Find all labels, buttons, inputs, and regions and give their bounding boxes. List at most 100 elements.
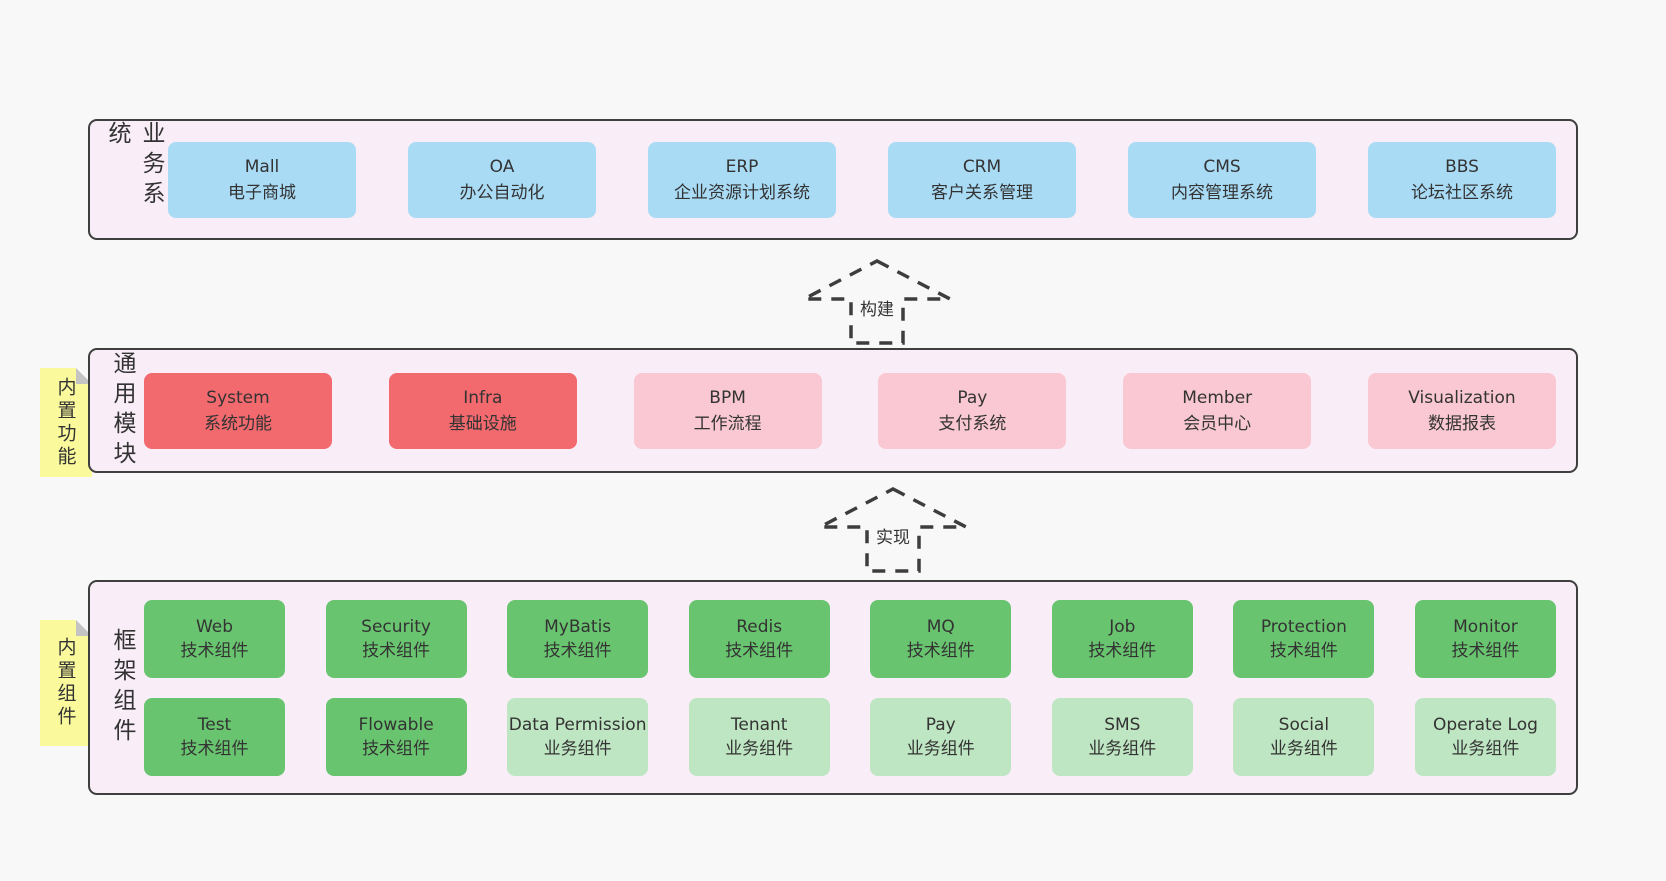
up-arrow-implement: 实现 <box>818 487 968 573</box>
box-subtitle: 技术组件 <box>906 640 975 661</box>
module-box-member: Member 会员中心 <box>1123 372 1312 449</box>
component-box-web: Web 技术组件 <box>144 599 285 678</box>
box-row: System 系统功能 Infra 基础设施 BPM 工作流程 Pay 支付系统… <box>144 350 1576 471</box>
box-subtitle: 业务组件 <box>725 738 794 759</box>
box-title: BBS <box>1445 156 1479 177</box>
box-subtitle: 客户关系管理 <box>931 182 1033 203</box>
component-box-mq: MQ 技术组件 <box>870 599 1012 678</box>
component-box-job: Job 技术组件 <box>1051 599 1193 678</box>
component-box-sms: SMS 业务组件 <box>1051 697 1193 776</box>
box-title: CMS <box>1203 156 1241 177</box>
box-subtitle: 技术组件 <box>362 640 431 661</box>
box-title: BPM <box>709 387 746 408</box>
component-box-data-permission: Data Permission 业务组件 <box>507 697 649 776</box>
box-subtitle: 基础设施 <box>448 413 517 434</box>
box-subtitle: 业务组件 <box>1088 738 1157 759</box>
box-subtitle: 技术组件 <box>1088 640 1157 661</box>
box-subtitle: 支付系统 <box>938 413 1007 434</box>
box-subtitle: 业务组件 <box>906 738 975 759</box>
box-title: Web <box>195 616 234 637</box>
module-box-bbs: BBS 论坛社区系统 <box>1368 141 1556 218</box>
box-subtitle: 工作流程 <box>693 413 762 434</box>
box-subtitle: 技术组件 <box>725 640 794 661</box>
arrow-label: 实现 <box>873 523 913 548</box>
box-title: Monitor <box>1453 616 1518 637</box>
box-title: Pay <box>957 387 988 408</box>
module-box-infra: Infra 基础设施 <box>388 372 577 449</box>
band-business-systems: 业务系统 Mall 电子商城 OA 办公自动化 ERP 企业资源计划系统 CRM… <box>88 119 1578 240</box>
band-framework-components: 框架组件 Web 技术组件 Security 技术组件 MyBatis 技术组件… <box>88 580 1578 795</box>
component-box-pay: Pay 业务组件 <box>870 697 1012 776</box>
box-title: Tenant <box>730 714 788 735</box>
box-title: Mall <box>244 156 280 177</box>
box-rows: Web 技术组件 Security 技术组件 MyBatis 技术组件 Redi… <box>144 582 1576 793</box>
box-title: CRM <box>962 156 1002 177</box>
module-box-mall: Mall 电子商城 <box>168 141 356 218</box>
box-subtitle: 技术组件 <box>180 640 249 661</box>
box-subtitle: 业务组件 <box>543 738 612 759</box>
box-title: System <box>206 387 270 408</box>
box-row: Mall 电子商城 OA 办公自动化 ERP 企业资源计划系统 CRM 客户关系… <box>168 121 1576 238</box>
box-subtitle: 技术组件 <box>180 738 249 759</box>
box-title: SMS <box>1104 714 1141 735</box>
band-common-modules: 通用模块 System 系统功能 Infra 基础设施 BPM 工作流程 Pay… <box>88 348 1578 473</box>
box-subtitle: 会员中心 <box>1183 413 1252 434</box>
box-title: Infra <box>463 387 503 408</box>
box-title: Visualization <box>1408 387 1516 408</box>
box-title: ERP <box>725 156 759 177</box>
box-subtitle: 技术组件 <box>1269 640 1338 661</box>
box-title: Member <box>1182 387 1253 408</box>
module-box-bpm: BPM 工作流程 <box>633 372 822 449</box>
component-box-monitor: Monitor 技术组件 <box>1414 599 1556 678</box>
box-title: Social <box>1278 714 1330 735</box>
box-title: Test <box>197 714 232 735</box>
box-subtitle: 企业资源计划系统 <box>674 182 810 203</box>
box-subtitle: 业务组件 <box>1269 738 1338 759</box>
module-box-visualization: Visualization 数据报表 <box>1367 372 1556 449</box>
component-box-test: Test 技术组件 <box>144 697 285 776</box>
component-box-security: Security 技术组件 <box>325 599 467 678</box>
sticky-note-label: 内置功能 <box>54 376 77 469</box>
box-subtitle: 内容管理系统 <box>1171 182 1273 203</box>
box-title: Protection <box>1260 616 1347 637</box>
box-subtitle: 电子商城 <box>228 182 296 203</box>
up-arrow-build: 构建 <box>802 259 952 345</box>
band-label: 业务系统 <box>104 121 164 211</box>
component-box-tenant: Tenant 业务组件 <box>688 697 830 776</box>
box-title: MyBatis <box>544 616 612 637</box>
module-box-crm: CRM 客户关系管理 <box>888 141 1076 218</box>
band-label: 框架组件 <box>109 627 135 748</box>
box-subtitle: 系统功能 <box>204 413 272 434</box>
up-arrow-icon <box>819 487 967 573</box>
module-box-oa: OA 办公自动化 <box>408 141 596 218</box>
box-subtitle: 业务组件 <box>1451 738 1520 759</box>
arrow-label: 构建 <box>857 295 897 320</box>
component-box-mybatis: MyBatis 技术组件 <box>507 599 649 678</box>
box-title: Redis <box>736 616 783 637</box>
component-box-flowable: Flowable 技术组件 <box>325 697 467 776</box>
box-title: MQ <box>926 616 955 637</box>
box-subtitle: 技术组件 <box>1451 640 1520 661</box>
box-subtitle: 论坛社区系统 <box>1411 182 1513 203</box>
module-box-erp: ERP 企业资源计划系统 <box>648 141 836 218</box>
box-title: Data Permission <box>508 714 647 735</box>
component-box-social: Social 业务组件 <box>1233 697 1375 776</box>
module-box-pay: Pay 支付系统 <box>878 372 1067 449</box>
box-row: Test 技术组件 Flowable 技术组件 Data Permission … <box>144 697 1556 776</box>
sticky-note-built-in-components: 内置组件 <box>40 620 92 746</box>
component-box-operate-log: Operate Log 业务组件 <box>1414 697 1556 776</box>
band-label: 通用模块 <box>109 350 135 471</box>
module-box-system: System 系统功能 <box>144 372 332 449</box>
box-title: Operate Log <box>1432 714 1538 735</box>
up-arrow-icon <box>803 259 951 345</box>
component-box-protection: Protection 技术组件 <box>1233 599 1375 678</box>
box-subtitle: 技术组件 <box>362 738 431 759</box>
box-subtitle: 数据报表 <box>1427 413 1496 434</box>
sticky-note-built-in-features: 内置功能 <box>40 368 92 477</box>
box-title: Job <box>1109 616 1136 637</box>
box-subtitle: 办公自动化 <box>459 182 545 203</box>
box-row: Web 技术组件 Security 技术组件 MyBatis 技术组件 Redi… <box>144 599 1556 678</box>
box-title: OA <box>489 156 515 177</box>
module-box-cms: CMS 内容管理系统 <box>1128 141 1316 218</box>
